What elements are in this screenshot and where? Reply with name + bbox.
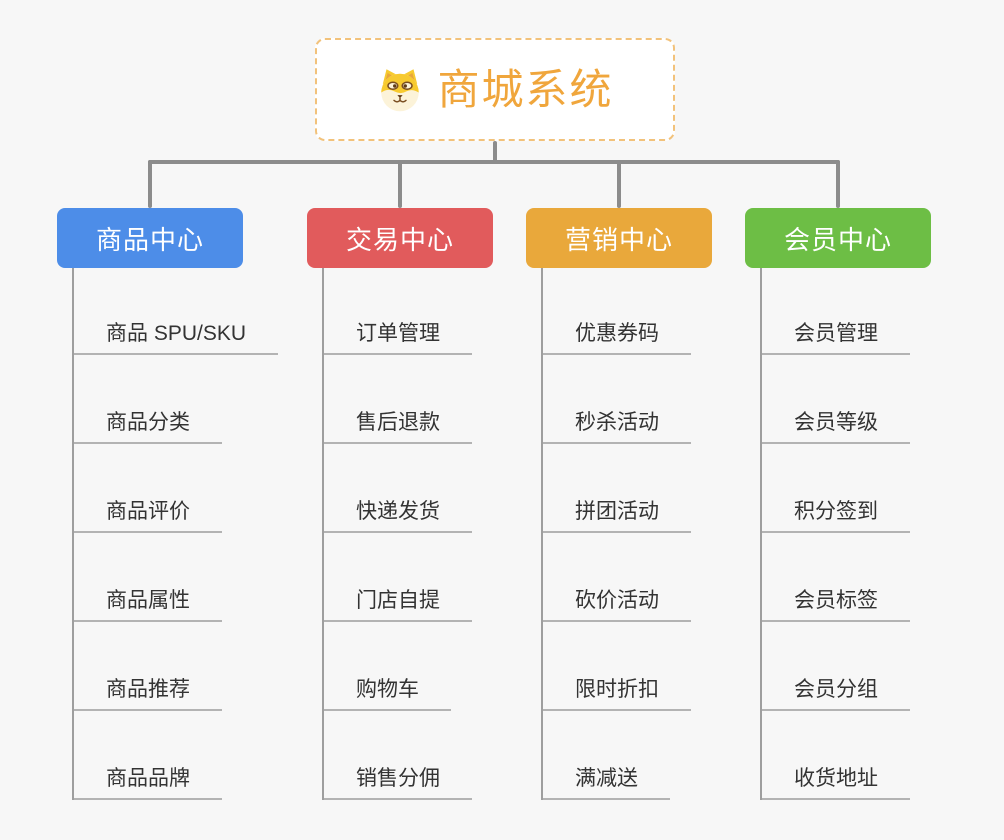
leaf-row: 会员等级 bbox=[745, 355, 985, 444]
leaf-row: 商品品牌 bbox=[57, 711, 297, 800]
leaf-row: 会员标签 bbox=[745, 533, 985, 622]
branch-bus-line bbox=[148, 160, 840, 164]
branch-box-product-center[interactable]: 商品中心 bbox=[57, 208, 243, 268]
leaf-node[interactable]: 砍价活动 bbox=[541, 589, 691, 622]
leaf-node[interactable]: 订单管理 bbox=[322, 322, 472, 355]
leaf-node[interactable]: 购物车 bbox=[322, 678, 451, 711]
leaf-node[interactable]: 销售分佣 bbox=[322, 767, 472, 800]
leaf-row: 积分签到 bbox=[745, 444, 985, 533]
branch-spine-line bbox=[541, 268, 543, 800]
leaf-node[interactable]: 快递发货 bbox=[322, 500, 472, 533]
dog-face-icon bbox=[376, 67, 424, 112]
leaf-node[interactable]: 会员等级 bbox=[760, 411, 910, 444]
branch-group-trade-center: 交易中心订单管理售后退款快递发货门店自提购物车销售分佣 bbox=[307, 208, 547, 800]
branch-box-trade-center[interactable]: 交易中心 bbox=[307, 208, 493, 268]
leaf-row: 商品 SPU/SKU bbox=[57, 268, 297, 355]
leaf-row: 售后退款 bbox=[307, 355, 547, 444]
leaf-node[interactable]: 满减送 bbox=[541, 767, 670, 800]
leaf-list: 订单管理售后退款快递发货门店自提购物车销售分佣 bbox=[307, 268, 547, 800]
branch-spine-line bbox=[72, 268, 74, 800]
leaf-node[interactable]: 秒杀活动 bbox=[541, 411, 691, 444]
branch-box-marketing-center[interactable]: 营销中心 bbox=[526, 208, 712, 268]
leaf-node[interactable]: 售后退款 bbox=[322, 411, 472, 444]
leaf-row: 销售分佣 bbox=[307, 711, 547, 800]
root-node[interactable]: 商城系统 bbox=[315, 38, 675, 141]
leaf-row: 门店自提 bbox=[307, 533, 547, 622]
leaf-row: 商品分类 bbox=[57, 355, 297, 444]
leaf-node[interactable]: 拼团活动 bbox=[541, 500, 691, 533]
leaf-row: 商品属性 bbox=[57, 533, 297, 622]
leaf-row: 购物车 bbox=[307, 622, 547, 711]
leaf-node[interactable]: 收货地址 bbox=[760, 767, 910, 800]
branch-spine-line bbox=[322, 268, 324, 800]
leaf-row: 满减送 bbox=[526, 711, 766, 800]
branch-group-marketing-center: 营销中心优惠券码秒杀活动拼团活动砍价活动限时折扣满减送 bbox=[526, 208, 766, 800]
leaf-node[interactable]: 积分签到 bbox=[760, 500, 910, 533]
leaf-row: 会员分组 bbox=[745, 622, 985, 711]
leaf-list: 优惠券码秒杀活动拼团活动砍价活动限时折扣满减送 bbox=[526, 268, 766, 800]
leaf-node[interactable]: 限时折扣 bbox=[541, 678, 691, 711]
leaf-node[interactable]: 商品评价 bbox=[72, 500, 222, 533]
branch-drop-line-member-center bbox=[836, 160, 840, 208]
leaf-node[interactable]: 门店自提 bbox=[322, 589, 472, 622]
branch-spine-line bbox=[760, 268, 762, 800]
leaf-node[interactable]: 商品属性 bbox=[72, 589, 222, 622]
branch-drop-line-product-center bbox=[148, 160, 152, 208]
leaf-node[interactable]: 商品分类 bbox=[72, 411, 222, 444]
branch-drop-line-marketing-center bbox=[617, 160, 621, 208]
leaf-row: 秒杀活动 bbox=[526, 355, 766, 444]
root-stem-line bbox=[493, 141, 497, 164]
leaf-node[interactable]: 会员管理 bbox=[760, 322, 910, 355]
leaf-node[interactable]: 商品 SPU/SKU bbox=[72, 322, 279, 355]
leaf-node[interactable]: 商品推荐 bbox=[72, 678, 222, 711]
leaf-node[interactable]: 商品品牌 bbox=[72, 767, 222, 800]
branch-drop-line-trade-center bbox=[398, 160, 402, 208]
leaf-row: 限时折扣 bbox=[526, 622, 766, 711]
branch-group-product-center: 商品中心商品 SPU/SKU 商品分类商品评价商品属性商品推荐商品品牌 bbox=[57, 208, 297, 800]
leaf-list: 会员管理会员等级积分签到会员标签会员分组收货地址 bbox=[745, 268, 985, 800]
leaf-row: 收货地址 bbox=[745, 711, 985, 800]
leaf-row: 砍价活动 bbox=[526, 533, 766, 622]
leaf-row: 会员管理 bbox=[745, 268, 985, 355]
leaf-row: 优惠券码 bbox=[526, 268, 766, 355]
branch-box-member-center[interactable]: 会员中心 bbox=[745, 208, 931, 268]
leaf-node[interactable]: 会员标签 bbox=[760, 589, 910, 622]
leaf-row: 拼团活动 bbox=[526, 444, 766, 533]
leaf-node[interactable]: 会员分组 bbox=[760, 678, 910, 711]
leaf-row: 订单管理 bbox=[307, 268, 547, 355]
leaf-row: 商品评价 bbox=[57, 444, 297, 533]
branch-group-member-center: 会员中心会员管理会员等级积分签到会员标签会员分组收货地址 bbox=[745, 208, 985, 800]
leaf-row: 商品推荐 bbox=[57, 622, 297, 711]
root-title: 商城系统 bbox=[437, 65, 614, 113]
leaf-node[interactable]: 优惠券码 bbox=[541, 322, 691, 355]
leaf-row: 快递发货 bbox=[307, 444, 547, 533]
leaf-list: 商品 SPU/SKU 商品分类商品评价商品属性商品推荐商品品牌 bbox=[57, 268, 297, 800]
